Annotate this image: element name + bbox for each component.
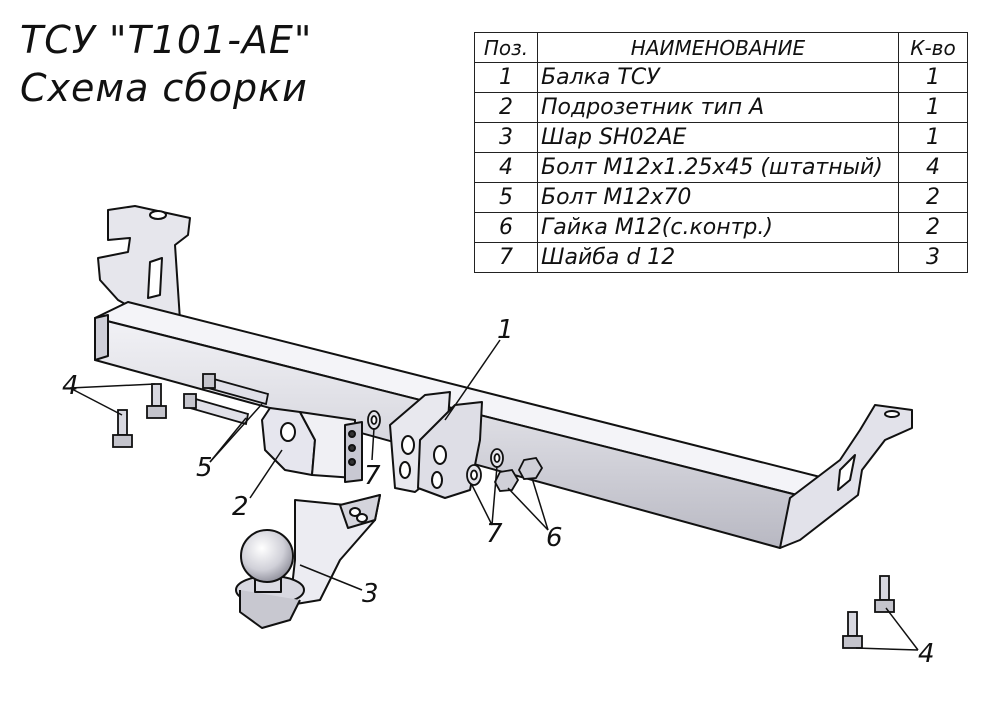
table-row: 3 Шар SH02AE 1: [474, 122, 968, 153]
bolt-pair-right: [842, 575, 895, 649]
parts-table-header: Поз. НАИМЕНОВАНИЕ К-во: [474, 32, 968, 63]
table-row: 4 Болт М12х1.25х45 (штатный) 4: [474, 152, 968, 183]
callout-2: 2: [232, 492, 249, 522]
row-pos: 3: [474, 122, 538, 153]
row-pos: 5: [474, 182, 538, 213]
callout-4-right: 4: [918, 639, 935, 669]
drawing-title: ТСУ "Т101-АЕ": [20, 18, 313, 62]
row-name: Болт М12х1.25х45 (штатный): [537, 152, 899, 183]
callout-7-left: 7: [364, 461, 381, 491]
row-qty: 3: [898, 242, 968, 273]
callout-3: 3: [362, 579, 379, 609]
row-name: Шар SH02AE: [537, 122, 899, 153]
washers-and-nuts: [367, 410, 544, 492]
row-name: Балка ТСУ: [537, 62, 899, 93]
row-qty: 1: [898, 122, 968, 153]
row-pos: 7: [474, 242, 538, 273]
drawing-subtitle: Схема сборки: [20, 66, 308, 110]
callout-6: 6: [546, 523, 563, 553]
tow-beam: [94, 205, 913, 549]
row-pos: 4: [474, 152, 538, 183]
row-qty: 4: [898, 152, 968, 183]
header-pos: Поз.: [474, 32, 538, 63]
row-name: Подрозетник тип А: [537, 92, 899, 123]
callout-4-left: 4: [62, 371, 79, 401]
table-row: 2 Подрозетник тип А 1: [474, 92, 968, 123]
leader-lines: [69, 339, 919, 651]
parts-table: Поз. НАИМЕНОВАНИЕ К-во 1 Балка ТСУ 1 2 П…: [474, 32, 968, 273]
long-bolts: [183, 373, 270, 426]
row-name: Шайба d 12: [537, 242, 899, 273]
tow-ball: [235, 494, 381, 629]
row-qty: 1: [898, 92, 968, 123]
callout-5: 5: [196, 453, 213, 483]
table-row: 1 Балка ТСУ 1: [474, 62, 968, 93]
row-qty: 2: [898, 212, 968, 243]
bolt-pair-left: [112, 383, 167, 448]
header-qty: К-во: [898, 32, 968, 63]
table-row: 7 Шайба d 12 3: [474, 242, 968, 273]
row-pos: 6: [474, 212, 538, 243]
row-qty: 1: [898, 62, 968, 93]
socket-bracket: [261, 407, 363, 483]
callout-7-right: 7: [486, 519, 503, 549]
callout-1: 1: [497, 315, 514, 345]
